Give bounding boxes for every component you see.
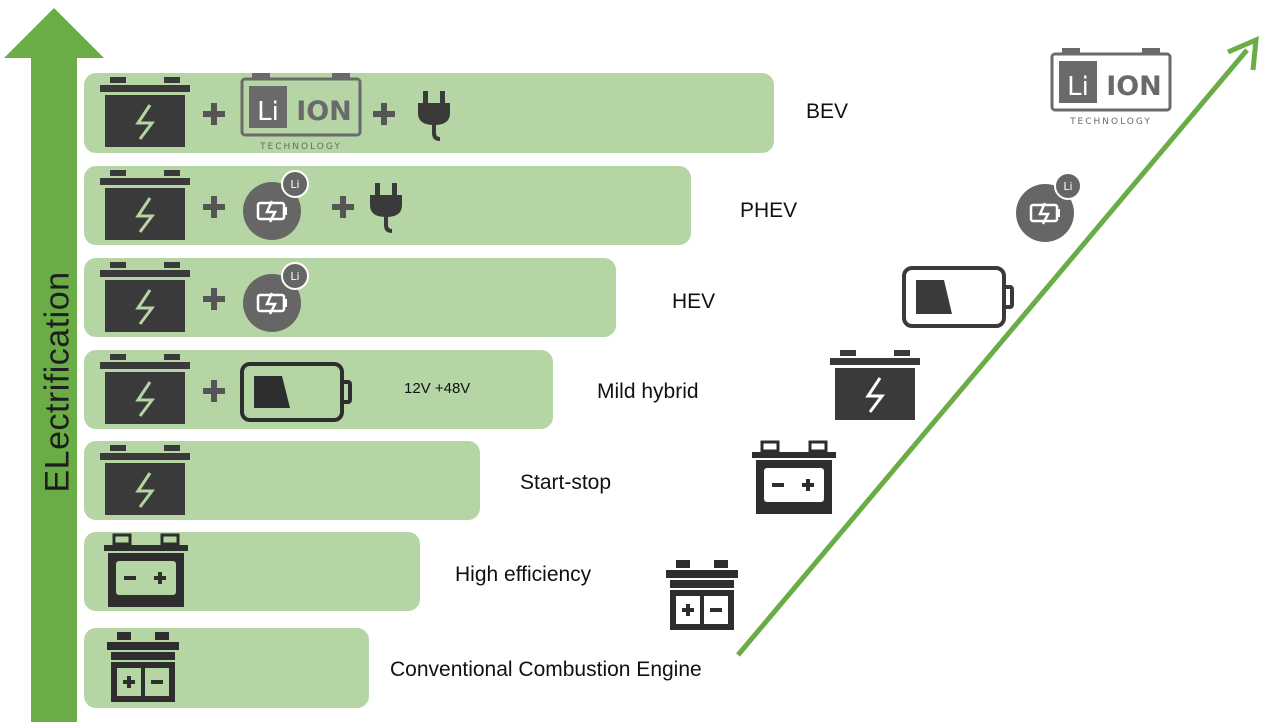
- lead-acid-battery-icon: [100, 170, 190, 240]
- lithium-battery-icon: Li: [243, 262, 309, 332]
- charging-plug-icon: [370, 183, 402, 233]
- ladder-48v-battery-icon: [902, 266, 1014, 328]
- electrification-axis: ELectrification: [0, 0, 110, 722]
- li-ion-technology-icon: Li ION TECHNOLOGY: [240, 73, 362, 152]
- 48v-battery-icon: [240, 362, 352, 422]
- efb-battery-icon: [104, 533, 188, 607]
- lead-acid-battery-icon: [100, 77, 190, 147]
- plus-icon: [203, 103, 225, 125]
- li-badge-text: Li: [1063, 180, 1072, 193]
- electrification-arrow: [4, 8, 104, 722]
- ladder-agm-battery-icon: [830, 350, 920, 420]
- liion-li-text: Li: [1067, 72, 1089, 102]
- ladder-li-ion-technology-icon: Li ION TECHNOLOGY: [1050, 48, 1172, 127]
- label-phev: PHEV: [740, 199, 798, 222]
- liion-technology-text: TECHNOLOGY: [259, 142, 342, 152]
- li-badge-text: Li: [290, 270, 299, 283]
- plus-icon: [203, 196, 225, 218]
- plus-icon: [203, 288, 225, 310]
- plus-icon: [332, 196, 354, 218]
- lead-acid-battery-icon: [100, 262, 190, 332]
- ladder-lithium-battery-icon: Li: [1016, 172, 1082, 242]
- ladder-efb-battery-icon: [752, 440, 836, 514]
- liion-ion-text: ION: [1106, 71, 1162, 102]
- label-mild-hybrid: Mild hybrid: [597, 380, 699, 403]
- liion-technology-text: TECHNOLOGY: [1069, 117, 1152, 127]
- label-bev: BEV: [806, 100, 849, 123]
- ladder-conventional-battery-icon: [666, 560, 738, 630]
- conventional-battery-icon: [107, 632, 179, 702]
- charging-plug-icon: [418, 91, 450, 141]
- lead-acid-battery-icon: [100, 354, 190, 424]
- lead-acid-battery-icon: [100, 445, 190, 515]
- label-hev: HEV: [672, 290, 716, 313]
- plus-icon: [373, 103, 395, 125]
- label-conventional: Conventional Combustion Engine: [390, 658, 702, 681]
- plus-icon: [203, 380, 225, 402]
- lithium-battery-icon: Li: [243, 170, 309, 240]
- label-high-efficiency: High efficiency: [455, 563, 592, 586]
- liion-li-text: Li: [257, 97, 279, 127]
- label-start-stop: Start-stop: [520, 471, 612, 494]
- voltage-note: 12V +48V: [404, 380, 471, 397]
- liion-ion-text: ION: [296, 96, 352, 127]
- li-badge-text: Li: [290, 178, 299, 191]
